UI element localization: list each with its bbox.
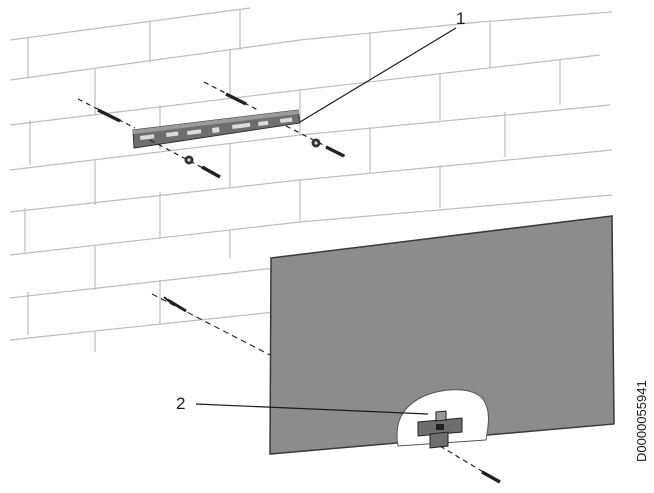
washers bbox=[184, 138, 321, 165]
lower-right-screw bbox=[439, 445, 501, 484]
lower-left-screw bbox=[163, 296, 187, 313]
wall-bracket bbox=[132, 109, 301, 149]
rear-fixing-element bbox=[417, 410, 463, 449]
appliance-panel bbox=[269, 215, 615, 455]
document-id: D0000055941 bbox=[634, 380, 649, 462]
callout-1-label: 1 bbox=[456, 9, 465, 28]
bracket-screws bbox=[77, 81, 346, 179]
callout-2-label: 2 bbox=[176, 394, 185, 413]
callout-leaders bbox=[195, 27, 457, 415]
panel-guide-dashes bbox=[151, 293, 273, 357]
